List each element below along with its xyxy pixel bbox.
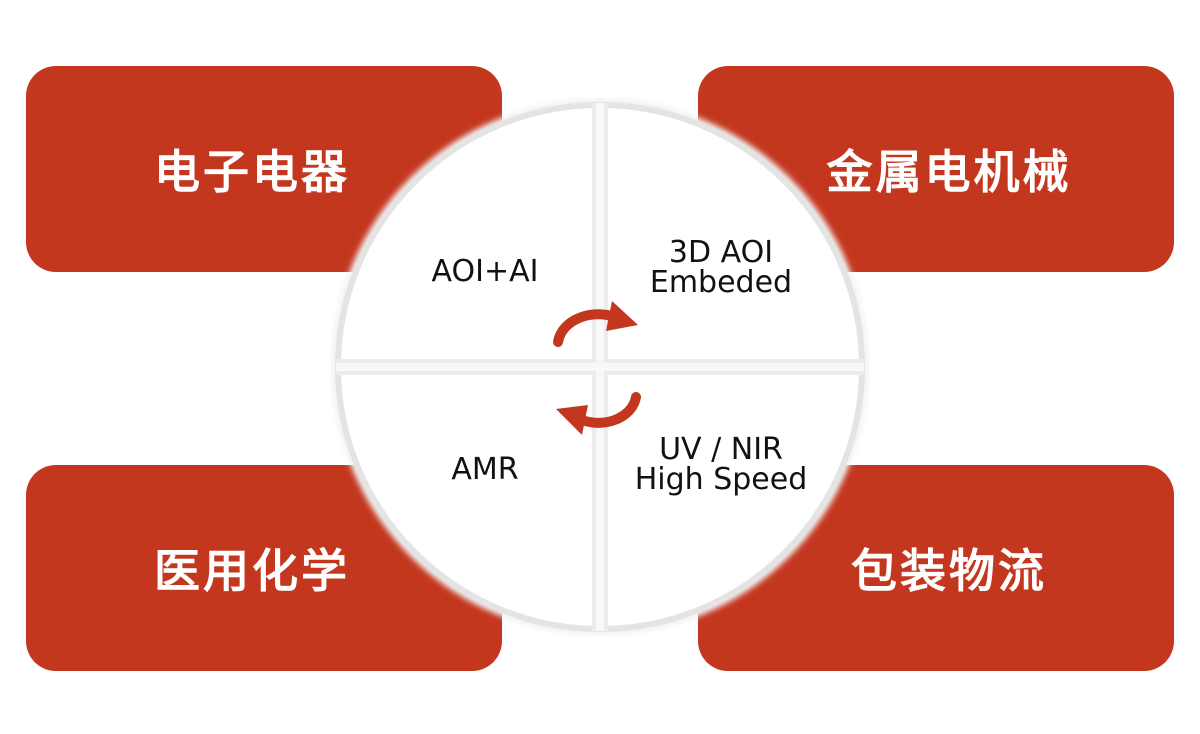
technology-wheel-graphic	[332, 99, 868, 635]
quadrant-text-aoi-ai: AOI+AI	[420, 257, 550, 287]
quadrant-text-3d-aoi: 3D AOI Embeded	[612, 238, 830, 298]
quadrant-line: High Speed	[634, 462, 808, 497]
cycle-arrow-right-icon	[553, 301, 638, 347]
cycle-arrow-left-icon	[556, 392, 641, 435]
industry-label-metal-machinery: 金属电机械	[826, 145, 1072, 199]
quadrant-text-amr: AMR	[420, 455, 550, 485]
industry-label-electronics: 电子电器	[154, 145, 350, 199]
technology-wheel	[330, 97, 870, 637]
quadrant-line: Embeded	[649, 265, 793, 300]
industry-label-packaging-logistics: 包装物流	[851, 544, 1047, 598]
quadrant-text-uv-nir: UV / NIR High Speed	[612, 435, 830, 495]
industry-label-medical-chemical: 医用化学	[154, 544, 350, 598]
quadrant-line: 3D AOI	[668, 235, 774, 270]
horizontal-divider-highlight	[336, 363, 864, 371]
quadrant-line: AMR	[451, 452, 519, 487]
industry-box-medical-chemical: 医用化学	[26, 465, 502, 671]
quadrant-line: AOI+AI	[431, 254, 539, 289]
quadrant-line: UV / NIR	[659, 432, 783, 467]
